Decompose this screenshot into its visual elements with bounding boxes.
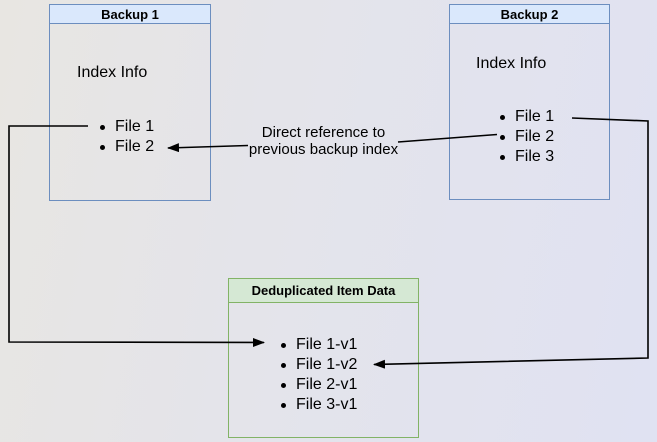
backup1-index-label: Index Info: [77, 64, 148, 81]
annotation-line-1: Direct reference to: [261, 124, 386, 141]
file-label: File 2: [515, 128, 555, 145]
dedup-file-list: File 1-v1 File 1-v2 File 2-v1 File 3-v1: [281, 335, 357, 415]
bullet-icon: [500, 154, 505, 160]
list-item: File 1: [500, 107, 554, 127]
backup1-file-list: File 1 File 2: [100, 117, 154, 157]
bullet-icon: [281, 402, 286, 408]
file-label: File 2: [115, 138, 155, 155]
file-label: File 3-v1: [296, 396, 358, 413]
bullet-icon: [100, 124, 105, 130]
dedup-title: Deduplicated Item Data: [229, 279, 418, 303]
list-item: File 2: [500, 127, 554, 147]
bullet-icon: [500, 134, 505, 140]
backup1-title: Backup 1: [50, 5, 210, 24]
list-item: File 1: [100, 117, 154, 137]
annotation-line-2: previous backup index: [248, 141, 399, 158]
list-item: File 3: [500, 147, 554, 167]
file-label: File 1-v2: [296, 356, 358, 373]
list-item: File 3-v1: [281, 395, 357, 415]
file-label: File 1: [515, 108, 555, 125]
bullet-icon: [281, 342, 286, 348]
list-item: File 1-v1: [281, 335, 357, 355]
backup2-box: Backup 2 Index Info File 1 File 2 File 3: [449, 4, 610, 200]
bullet-icon: [100, 144, 105, 150]
bullet-icon: [281, 362, 286, 368]
direct-reference-annotation: Direct reference to previous backup inde…: [236, 124, 411, 158]
file-label: File 3: [515, 148, 555, 165]
deduplicated-item-data-box: Deduplicated Item Data File 1-v1 File 1-…: [228, 278, 419, 438]
file-label: File 2-v1: [296, 376, 358, 393]
file-label: File 1: [115, 118, 155, 135]
list-item: File 1-v2: [281, 355, 357, 375]
bullet-icon: [500, 114, 505, 120]
backup2-file-list: File 1 File 2 File 3: [500, 107, 554, 167]
backup2-index-label: Index Info: [476, 55, 547, 72]
list-item: File 2: [100, 137, 154, 157]
file-label: File 1-v1: [296, 336, 358, 353]
backup1-box: Backup 1 Index Info File 1 File 2: [49, 4, 211, 201]
list-item: File 2-v1: [281, 375, 357, 395]
backup2-title: Backup 2: [450, 5, 609, 24]
bullet-icon: [281, 382, 286, 388]
